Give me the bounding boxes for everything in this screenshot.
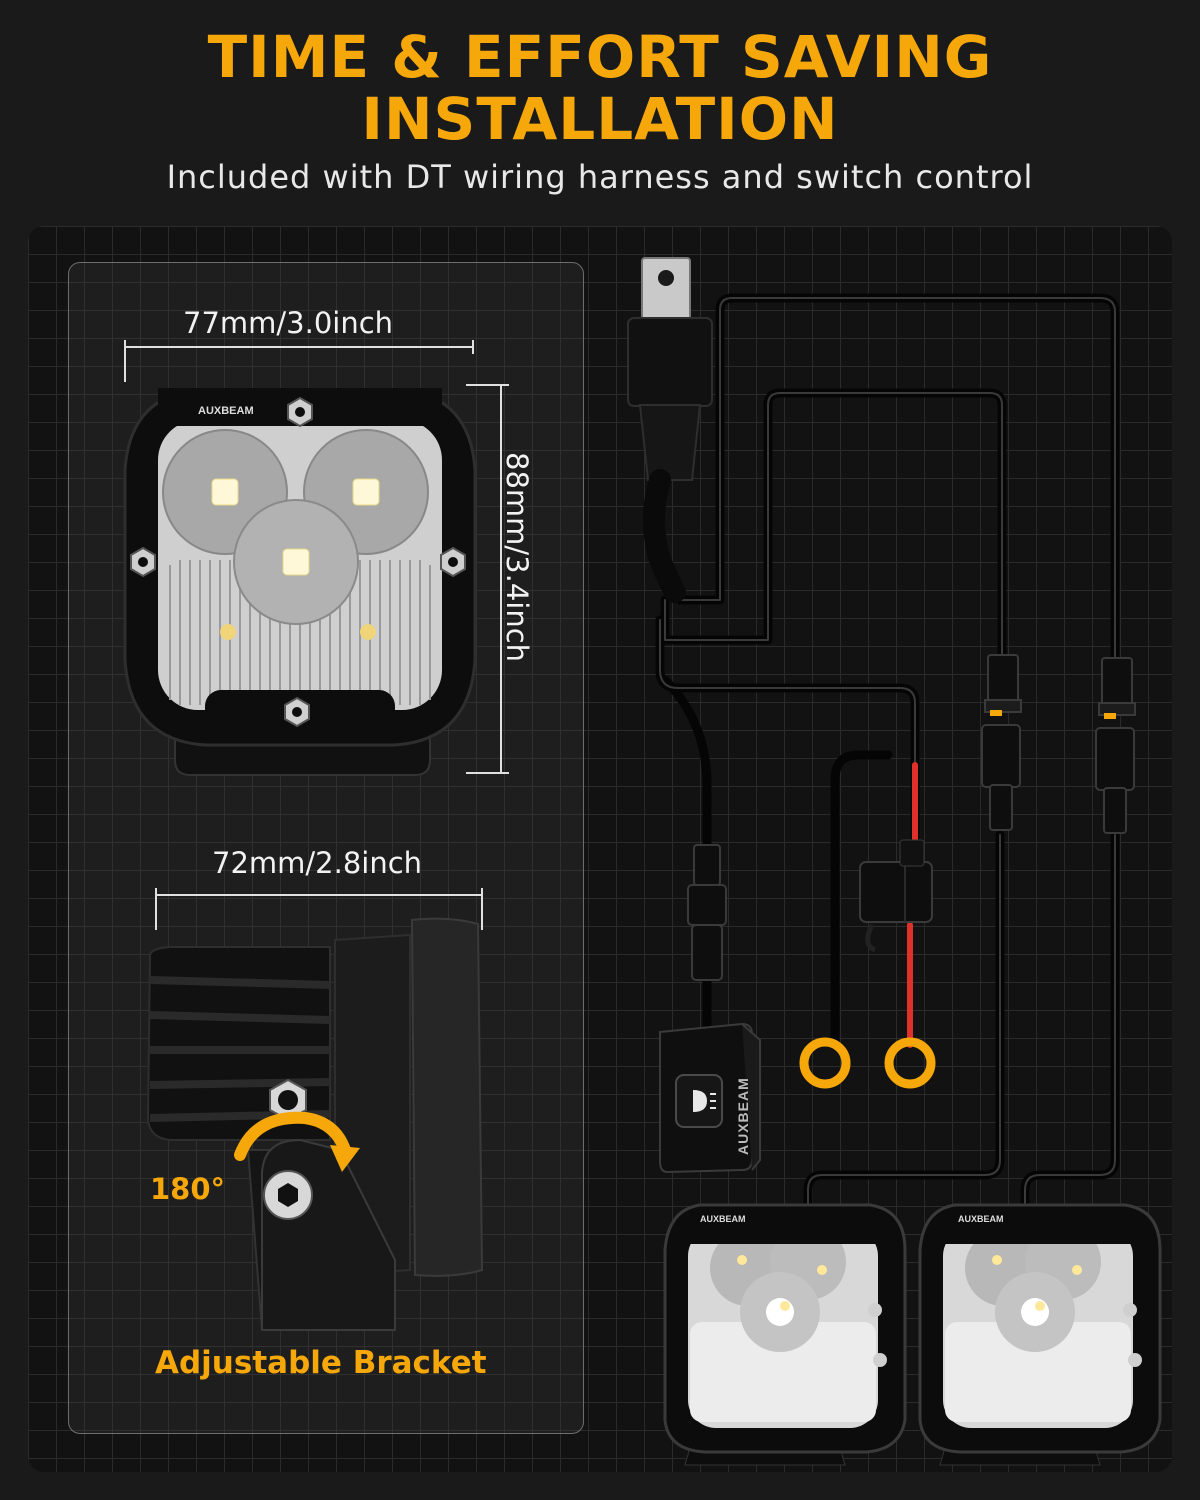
bracket-label: Adjustable Bracket [155,1345,487,1381]
logo-text-front: AUXBEAM [198,405,254,417]
logo-text-pod-right: AUXBEAM [958,1214,1004,1224]
pod-light-left: AUXBEAM [663,1203,907,1466]
front-width-label: 77mm/3.0inch [183,306,394,340]
ring-terminal-icon [799,1037,936,1089]
logo-text-pod-left: AUXBEAM [700,1214,746,1224]
rotation-arrow-icon [234,1111,351,1161]
wiring-harness [655,293,1120,1220]
dt-connector-right [1095,657,1136,834]
relay [627,257,713,603]
front-height-label: 88mm/3.4inch [500,452,534,663]
dimension-line-side-width [155,888,483,930]
subtitle: Included with DT wiring harness and swit… [166,158,1034,196]
side-width-label: 72mm/2.8inch [212,846,423,880]
switch-brand-text: AUXBEAM [735,1077,751,1155]
fuse-holder [859,839,933,953]
pod-light-right: AUXBEAM [918,1203,1162,1466]
rotation-label: 180° [150,1172,226,1206]
dt-connector-left [981,654,1022,831]
headline-line-1: TIME & EFFORT SAVING [207,23,993,91]
dimension-line-front-height [466,384,509,774]
switch-connector [687,844,727,981]
headline-line-2: INSTALLATION [361,85,839,153]
rocker-switch: AUXBEAM [659,1022,761,1174]
dimension-line-front-width [124,340,474,382]
light-side-view [146,917,484,1331]
light-front-view: AUXBEAM [123,388,477,776]
